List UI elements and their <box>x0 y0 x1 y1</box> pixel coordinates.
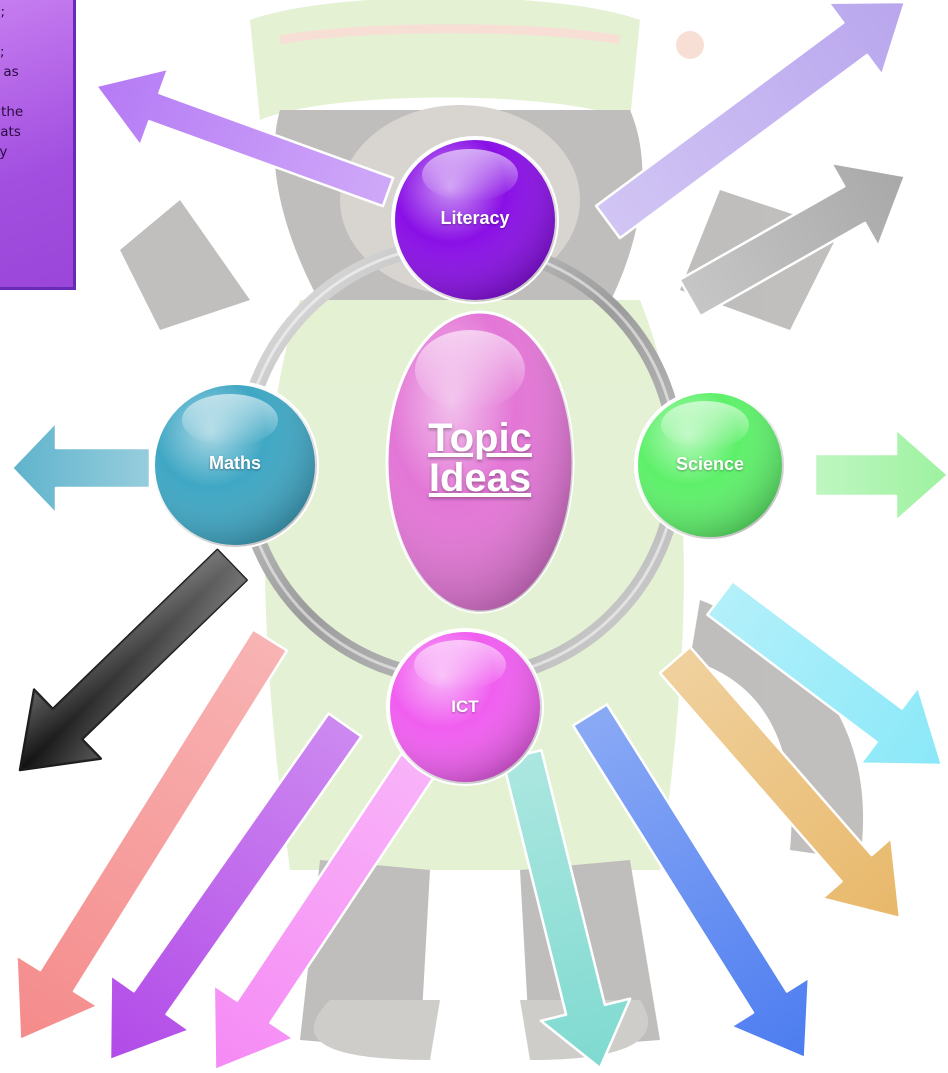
arrow-pink <box>212 752 436 1072</box>
node-science[interactable] <box>634 389 786 541</box>
note-line: y <box>0 82 70 102</box>
note-line: oats <box>0 124 21 140</box>
arrow-maths-left <box>10 420 152 516</box>
arrow-black <box>18 548 248 772</box>
arrow-literacy-right <box>594 0 907 240</box>
arrow-cyan <box>706 579 944 767</box>
note-line: cy <box>0 144 8 160</box>
arrow-literacy-left <box>94 67 395 208</box>
arrow-science-right <box>813 427 948 523</box>
notes-text: n; e y; s as y f the oats cy <box>0 2 70 162</box>
node-literacy[interactable] <box>391 136 559 304</box>
science-label: Science <box>675 454 745 474</box>
arrow-gold <box>658 645 902 920</box>
ict-label: ICT <box>451 697 479 716</box>
arrow-blue <box>571 703 811 1060</box>
arrow-teal <box>501 748 632 1070</box>
node-maths[interactable] <box>151 381 319 549</box>
note-line: f the <box>0 104 24 120</box>
note-line: e <box>0 22 70 42</box>
center-topic-node <box>385 310 575 614</box>
note-line: y; <box>0 44 5 60</box>
node-ict[interactable] <box>386 628 544 786</box>
literacy-label: Literacy <box>440 208 510 228</box>
center-title-line: Topic <box>428 416 532 460</box>
note-line: s as <box>0 64 19 80</box>
maths-label: Maths <box>208 453 261 473</box>
arrow-grey-right <box>678 161 907 318</box>
arrow-purple <box>108 712 363 1062</box>
center-topic-title: Topic Ideas <box>410 418 550 498</box>
arrow-red <box>15 628 289 1042</box>
notes-text-box: n; e y; s as y f the oats cy <box>0 0 76 290</box>
note-line: n; <box>0 4 6 20</box>
center-title-line: Ideas <box>428 456 532 500</box>
